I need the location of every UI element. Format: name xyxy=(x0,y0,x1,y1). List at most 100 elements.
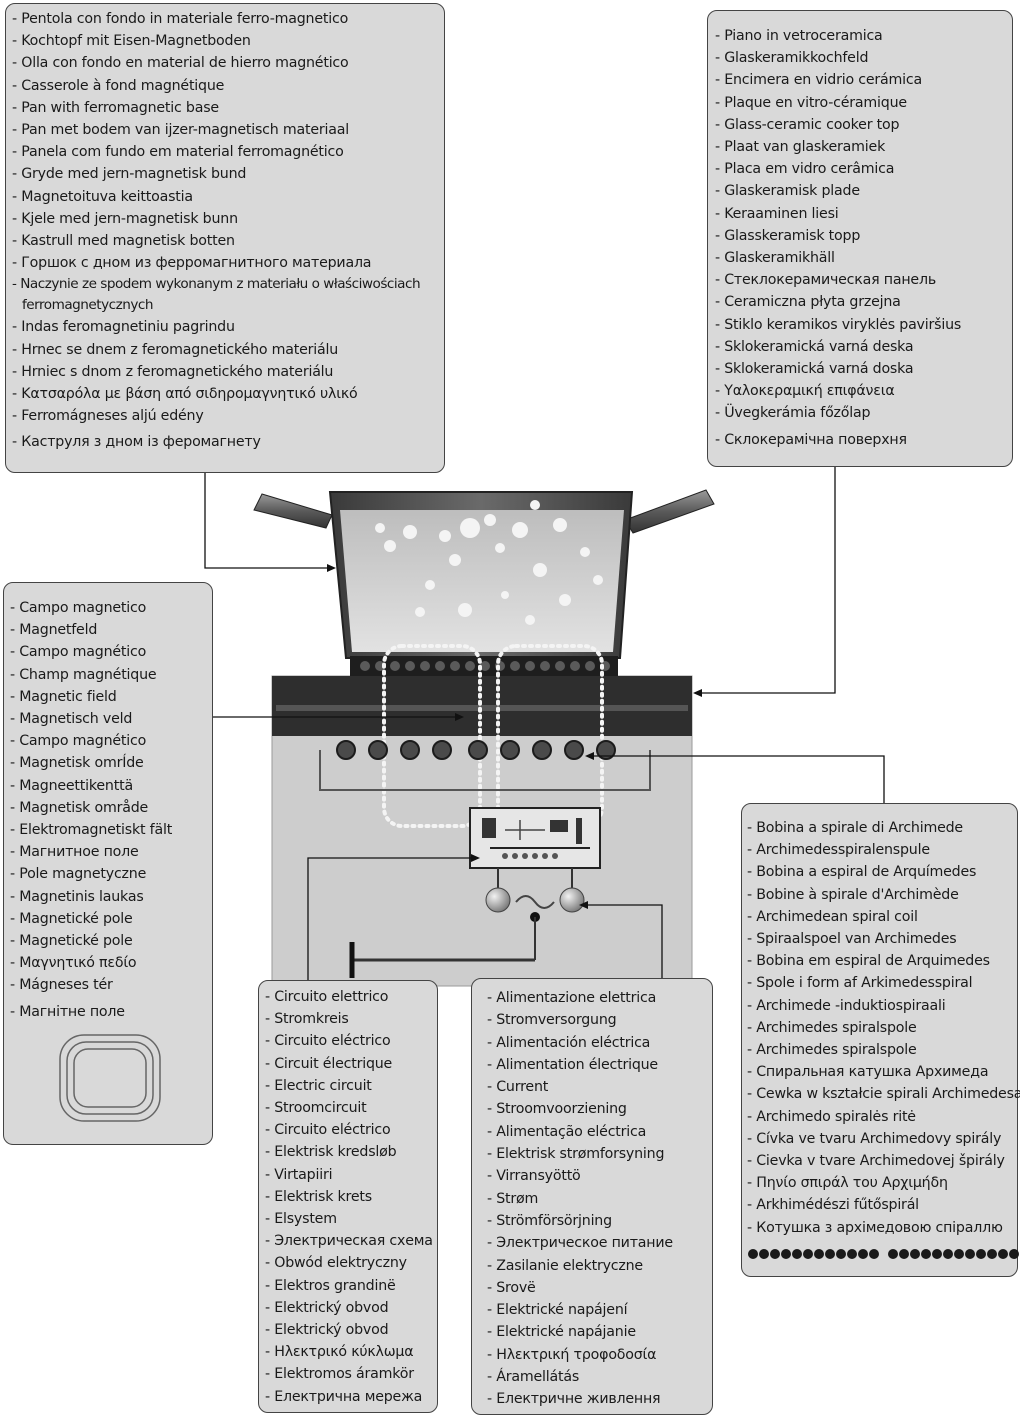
power-label-item: - Електричне живлення xyxy=(487,1391,661,1408)
field-label-item: - Магнитное поле xyxy=(10,844,139,861)
power-label-item: - Электрическое питание xyxy=(487,1235,673,1252)
coil-label-item: - Spole i form af Arkimedesspiral xyxy=(747,975,973,992)
coil-dot xyxy=(858,1248,868,1259)
coil-label-item: - Πηνίο σπιράλ του Αρχιμήδη xyxy=(747,1175,948,1192)
circuit-label-item: - Электрическая схема xyxy=(265,1233,433,1250)
cooker-label-item: - Glaskeramikkochfeld xyxy=(715,50,869,67)
cooker-label-item: - Encimera en vidrio cerámica xyxy=(715,72,922,89)
circuit-label-item: - Virtapiiri xyxy=(265,1166,333,1183)
circuit-label-item: - Elektromos áramkör xyxy=(265,1366,414,1383)
leader-power xyxy=(584,904,663,978)
power-label-item: - Virransyöttö xyxy=(487,1168,581,1185)
circuit-label-item: - Stroomcircuit xyxy=(265,1100,367,1117)
coil-dot xyxy=(847,1248,857,1259)
cooker-label-item: - Glaskeramikhäll xyxy=(715,250,835,267)
coil-dot xyxy=(965,1248,975,1259)
power-label-item: - Srovë xyxy=(487,1279,536,1296)
cooker-label-item: - Üvegkerámia főzőlap xyxy=(715,405,871,422)
coil-dot xyxy=(899,1248,909,1259)
cooker-label-item: - Glaskeramisk plade xyxy=(715,183,860,200)
coil-dot xyxy=(770,1248,780,1259)
power-label-item: - Stromversorgung xyxy=(487,1012,617,1029)
coil-dot xyxy=(1009,1248,1019,1259)
cooker-label-item: - Склокерамічна поверхня xyxy=(715,431,907,448)
pan-label-item: - Κατσαρόλα με βάση από σιδηρομαγνητικό … xyxy=(12,386,358,403)
power-label-item: - Áramellátás xyxy=(487,1369,580,1386)
coil-label-item: - Bobina em espiral de Arquimedes xyxy=(747,953,990,970)
pan-label-item: - Panela com fundo em material ferromagn… xyxy=(12,144,344,161)
power-supply xyxy=(349,868,585,978)
leader-cooker xyxy=(698,467,836,694)
cooker-label-item: - Glasskeramisk topp xyxy=(715,227,861,244)
coil-dot xyxy=(759,1248,769,1259)
cooker-label-item: - Placa em vidro cerâmica xyxy=(715,161,895,178)
coil-label-item: - Котушка з архімедовою спіраллю xyxy=(747,1219,1003,1236)
coil-dot xyxy=(836,1248,846,1259)
pan-label-item: - Casserole à fond magnétique xyxy=(12,77,225,94)
field-label-item: - Magnetické pole xyxy=(10,933,133,950)
circuit-label-item: - Stromkreis xyxy=(265,1011,349,1028)
coil-dot xyxy=(987,1248,997,1259)
coil-label-item: - Spiraalspoel van Archimedes xyxy=(747,931,957,948)
cooker-label-item: - Ceramiczna płyta grzejna xyxy=(715,294,901,311)
coil-label-item: - Archimede -induktiospiraali xyxy=(747,997,946,1014)
coil-dot xyxy=(814,1248,824,1259)
leader-circuit xyxy=(307,857,476,980)
field-label-item: - Magneettikenttä xyxy=(10,777,133,794)
pan-label-item: - Ferromágneses aljú edény xyxy=(12,408,204,425)
power-supply-label-box: - Alimentazione elettrica - Stromversorgu… xyxy=(471,978,713,1415)
circuit-label-item: - Ηλεκτρικό κύκλωμα xyxy=(265,1344,414,1361)
pan-label-item: - Kochtopf mit Eisen-Magnetboden xyxy=(12,33,251,50)
circuit-label-item: - Circuit électrique xyxy=(265,1055,393,1072)
circuit-label-item: - Circuito eléctrico xyxy=(265,1122,391,1139)
leader-coil xyxy=(590,755,885,803)
magnetic-field-label-box: - Campo magnetico- Magnetfeld- Campo mag… xyxy=(3,582,213,1145)
coil-label-item: - Cívka ve tvaru Archimedovy spirály xyxy=(747,1130,1002,1147)
leader-pan xyxy=(204,473,330,569)
cooker-label-item: - Sklokeramická varná deska xyxy=(715,338,914,355)
field-label-item: - Elektromagnetiskt fält xyxy=(10,822,173,839)
circuit-label-item: - Elektros grandinë xyxy=(265,1277,396,1294)
coil-dot xyxy=(748,1248,758,1259)
pan-handle-right xyxy=(624,489,715,534)
field-label-item: - Pole magnetyczne xyxy=(10,866,147,883)
cooker-label-item: - Piano in vetroceramica xyxy=(715,28,883,44)
coil-dot xyxy=(932,1248,942,1259)
circuit-label-item: - Elektrisk kredsløb xyxy=(265,1144,397,1161)
cooker-label-item: - Sklokeramická varná doska xyxy=(715,361,914,378)
coil-label-item: - Bobina a espiral de Arquímedes xyxy=(747,864,977,881)
power-label-item: - Alimentazione elettrica xyxy=(487,990,657,1006)
cooker-label-item: - Υαλοκεραμική επιφάνεια xyxy=(715,383,895,400)
circuit-label-item: - Elsystem xyxy=(265,1211,337,1228)
cooker-label-item: - Stiklo keramikos viryklės paviršius xyxy=(715,316,962,333)
pan-label-item: - Kastrull med magnetisk botten xyxy=(12,233,235,250)
power-label-item: - Elektrické napájanie xyxy=(487,1324,636,1341)
cooker-label-item: - Plaque en vitro-céramique xyxy=(715,94,907,111)
field-label-item: - Μαγνητικό πεδίο xyxy=(10,955,137,972)
circuit-label-box: - Circuito elettrico - Stromkreis - Circui… xyxy=(258,980,438,1413)
pan-label-item: - Kjele med jern-magnetisk bunn xyxy=(12,210,238,227)
pan-label-item: - Indas feromagnetiniu pagrindu xyxy=(12,319,235,336)
pan-label-item: - Hrnec se dnem z feromagnetického mater… xyxy=(12,341,339,358)
power-supply-label-list: - Alimentazione elettrica - Stromversorgu… xyxy=(487,987,704,1411)
circuit-label-item: - Elektrický obvod xyxy=(265,1299,389,1316)
cooker-top-label-box: - Piano in vetroceramica - Glaskeramikkoc… xyxy=(707,10,1013,467)
pan-label-item: - Gryde med jern-magnetisk bund xyxy=(12,166,247,183)
coil-dot xyxy=(954,1248,964,1259)
coil-dots-icon xyxy=(748,1248,1019,1259)
pan-handle-left xyxy=(253,493,333,529)
coil-dot xyxy=(998,1248,1008,1259)
coil-dot xyxy=(888,1248,898,1259)
cooker-label-item: - Plaat van glaskeramiek xyxy=(715,139,886,156)
pan-label-item: - Magnetoituva keittoastia xyxy=(12,188,193,205)
circuit-label-item: - Circuito elettrico xyxy=(265,989,389,1005)
coil-dot xyxy=(910,1248,920,1259)
circuit-label-item: - Electric circuit xyxy=(265,1077,372,1094)
leader-lines xyxy=(204,467,885,980)
field-label-item: - Magnetické pole xyxy=(10,910,133,927)
circuit-label-item: - Elektrický obvod xyxy=(265,1322,389,1339)
coil-dot xyxy=(921,1248,931,1259)
field-label-item: - Magnetisk område xyxy=(10,799,149,816)
coil-label-item: - Arkhimédészi fűtőspirál xyxy=(747,1197,919,1214)
coil-dot xyxy=(803,1248,813,1259)
